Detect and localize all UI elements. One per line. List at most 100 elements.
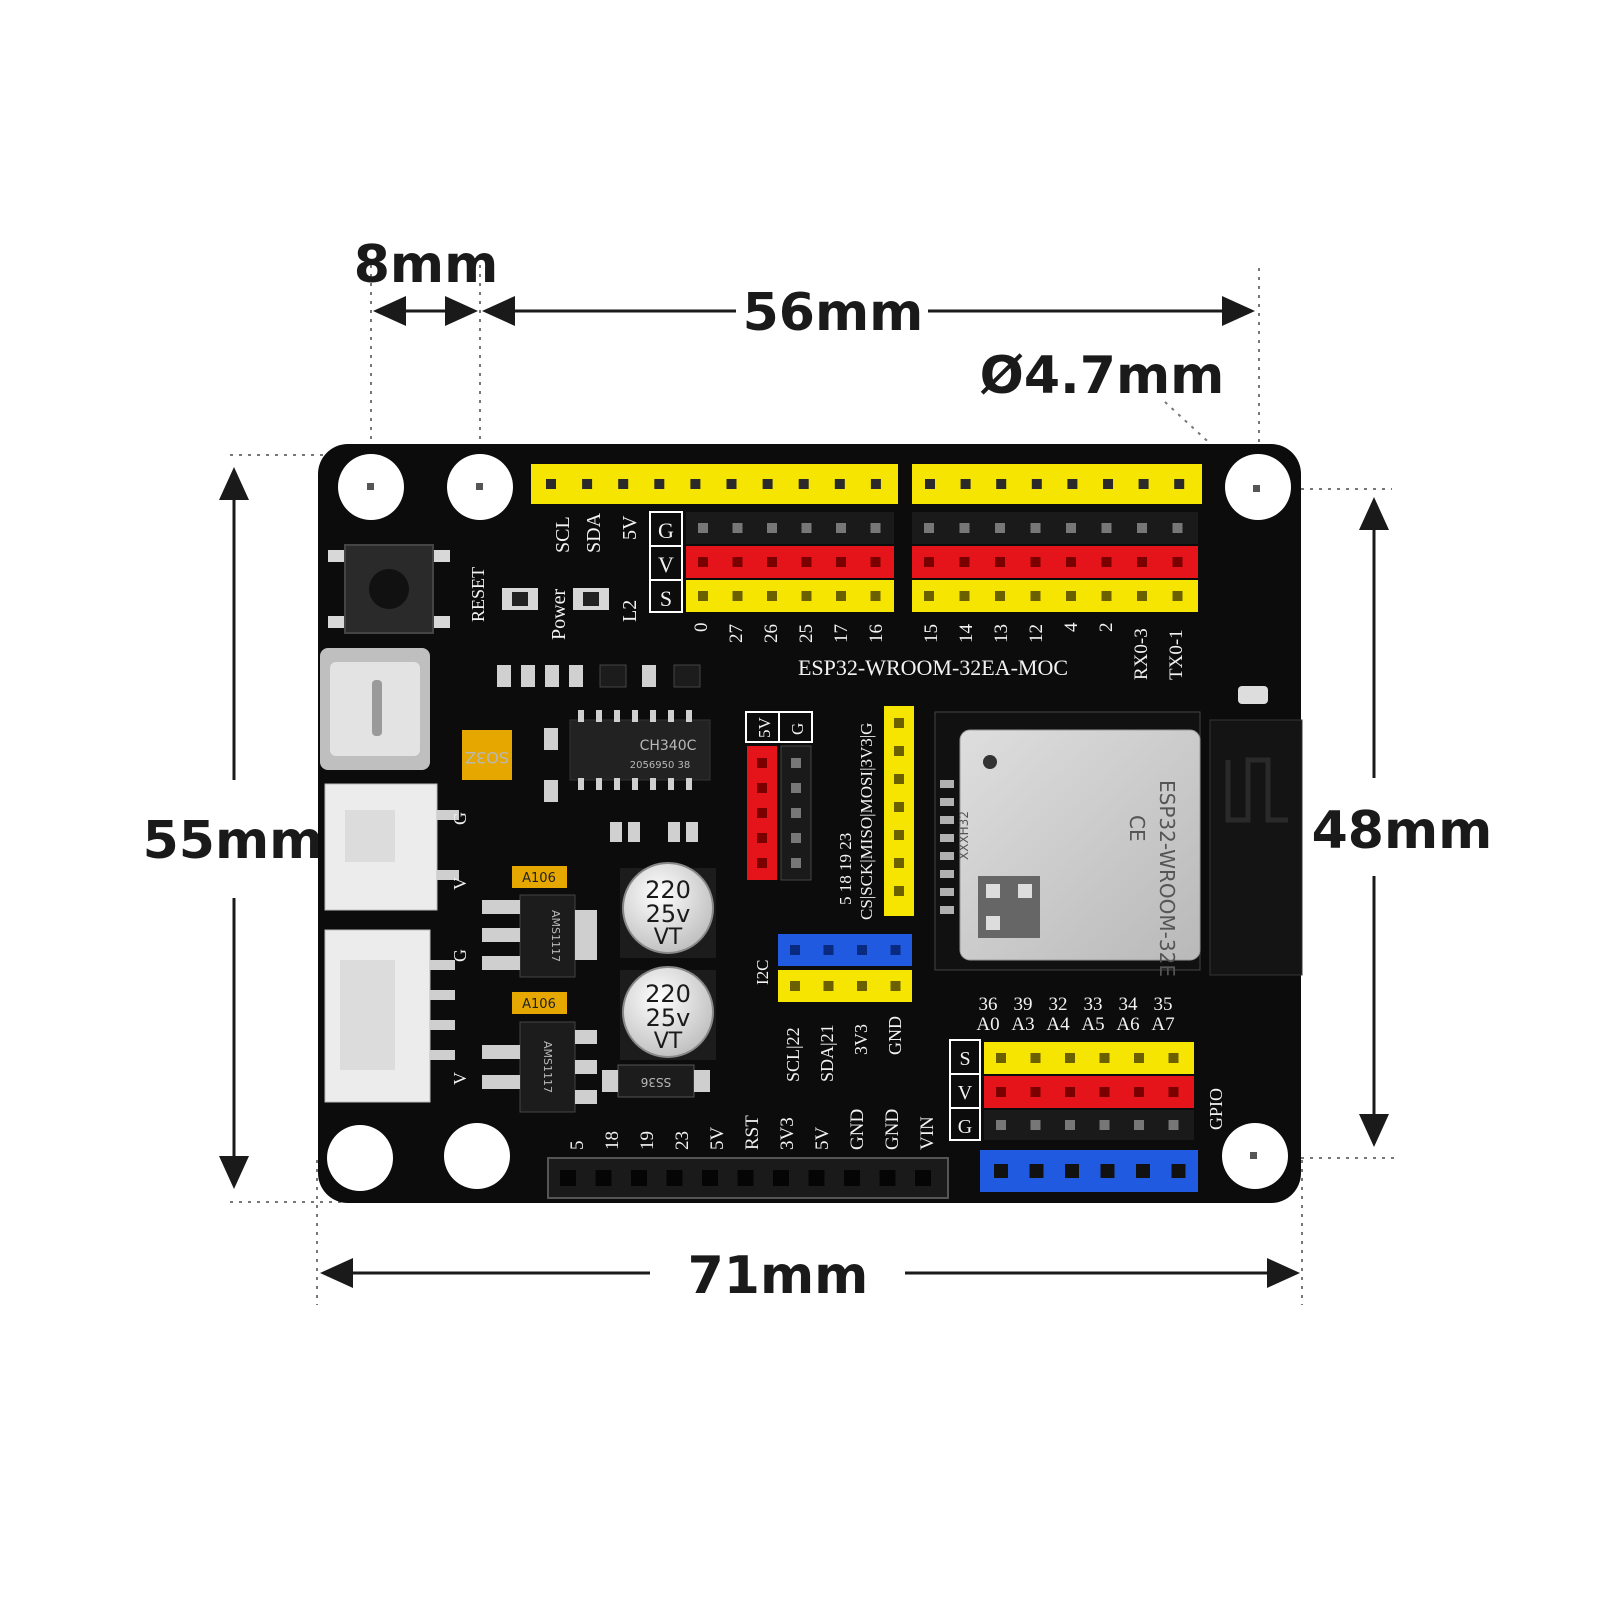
voltage-regulator: AMS1117 [482, 1021, 597, 1113]
header-pin [1168, 1053, 1179, 1063]
electrolytic-capacitor: 220 25v VT [620, 862, 716, 958]
pin-label: 19 [637, 1131, 658, 1150]
header-pin [1172, 557, 1183, 567]
header-pin [757, 808, 767, 818]
pin-label: 27 [726, 624, 747, 643]
header-pin [732, 591, 743, 601]
header-pin [994, 1164, 1008, 1178]
header-pin [836, 591, 846, 601]
bottom-header-labels: 5 18 19 23 5V RST 3V3 5V GND GND VIN [567, 1109, 938, 1150]
header-pin [925, 479, 935, 489]
reset-label: RESET [468, 567, 488, 622]
header-pin [996, 1120, 1006, 1130]
header-pin [1172, 591, 1183, 601]
connector-label-v: V [450, 1072, 470, 1085]
header-pin [1066, 523, 1076, 533]
cap-marking: A106 [522, 997, 556, 1012]
header-pin [1174, 479, 1185, 489]
esp32-module: ESP32-WROOM-32E CE XXXH32 [934, 686, 1303, 977]
header-pin [773, 1170, 789, 1186]
gpio-number: 33 [1084, 994, 1103, 1015]
header-pin [791, 783, 801, 793]
header-pin [1101, 523, 1112, 533]
capacitor-series: VT [654, 1029, 683, 1054]
svg-label-v: V [658, 552, 674, 577]
header-pin [1065, 1164, 1079, 1178]
header-label-sda: SDA [583, 512, 605, 553]
power-connector[interactable] [324, 783, 459, 911]
header-pin [1030, 1053, 1041, 1063]
header-pin [1103, 479, 1113, 489]
gpio-number: 35 [1154, 994, 1173, 1015]
header-pin [757, 833, 767, 843]
fuse [462, 730, 512, 780]
analog-name: A0 [976, 1014, 999, 1035]
header-pin [790, 945, 800, 955]
capacitor-series: VT [654, 925, 683, 950]
header-pin [582, 479, 593, 489]
analog-svg-legend [949, 1039, 981, 1141]
header-pin [870, 591, 881, 601]
pin-label: 5 [567, 1141, 588, 1151]
usb-c-port[interactable] [320, 648, 430, 770]
capacitor-voltage: 25v [646, 1004, 691, 1032]
header-pin [654, 479, 665, 489]
header-pin [791, 833, 801, 843]
header-label-5v: 5V [619, 515, 641, 540]
regulator-marking: AMS1117 [549, 910, 562, 962]
header-pin [996, 1087, 1006, 1097]
header-pin [1168, 1087, 1179, 1097]
header-pin [959, 557, 970, 567]
module-code: XXXH32 [957, 811, 971, 860]
gpio-header-yellow-right [912, 464, 1202, 504]
header-pin [1029, 1164, 1044, 1178]
header-pin [995, 591, 1005, 601]
header-pin [801, 591, 812, 601]
header-pin [757, 758, 767, 768]
header-pin [857, 945, 867, 955]
esp32-board: G V S SCL SDA 5V RESET Power L2 0 27 [318, 444, 1303, 1203]
header-pin [767, 557, 777, 567]
header-pin [894, 746, 904, 756]
svg-header-yellow-right [912, 580, 1198, 612]
tantalum-capacitor [512, 866, 567, 888]
header-pin [1101, 557, 1112, 567]
chip-code: 2056950 38 [630, 760, 690, 771]
header-pin [890, 981, 901, 991]
hole-offset-label: 8mm [354, 235, 499, 295]
header-pin [870, 479, 881, 489]
spi-power-header-black [780, 745, 812, 881]
header-pin [1030, 1087, 1041, 1097]
header-pin [960, 479, 971, 489]
header-pin [959, 523, 970, 533]
header-pin [801, 523, 812, 533]
header-pin [924, 523, 934, 533]
svg-label-s: S [959, 1048, 970, 1070]
header-pin [1030, 523, 1041, 533]
header-pin [791, 808, 801, 818]
svg-header-red-right [912, 546, 1198, 578]
spi-power-label-g: G [788, 723, 807, 735]
spi-power-legend [745, 711, 813, 743]
reset-button[interactable] [328, 544, 450, 634]
header-pin [996, 479, 1007, 489]
header-pin [1066, 591, 1076, 601]
transistor [673, 664, 701, 688]
pin-label: 4 [1061, 622, 1082, 632]
header-pin [1099, 1053, 1110, 1063]
pin-label: 26 [761, 624, 782, 643]
header-pin [698, 557, 708, 567]
pin-label: 13 [991, 624, 1012, 643]
signal-connector[interactable] [324, 929, 455, 1103]
header-pin [857, 981, 867, 991]
header-label-scl: SCL [552, 516, 574, 553]
electrolytic-capacitor: 220 25v VT [620, 966, 716, 1060]
header-pin [1172, 523, 1183, 533]
board-height-label: 55mm [143, 811, 324, 871]
i2c-header-blue [778, 934, 912, 966]
pin-label: 15 [921, 624, 942, 643]
dimension-arrows [219, 296, 1389, 1288]
svg-header-black-right [912, 512, 1198, 544]
gpio-label: GPIO [1206, 1088, 1226, 1130]
pin-label: 3V3 [777, 1117, 798, 1150]
